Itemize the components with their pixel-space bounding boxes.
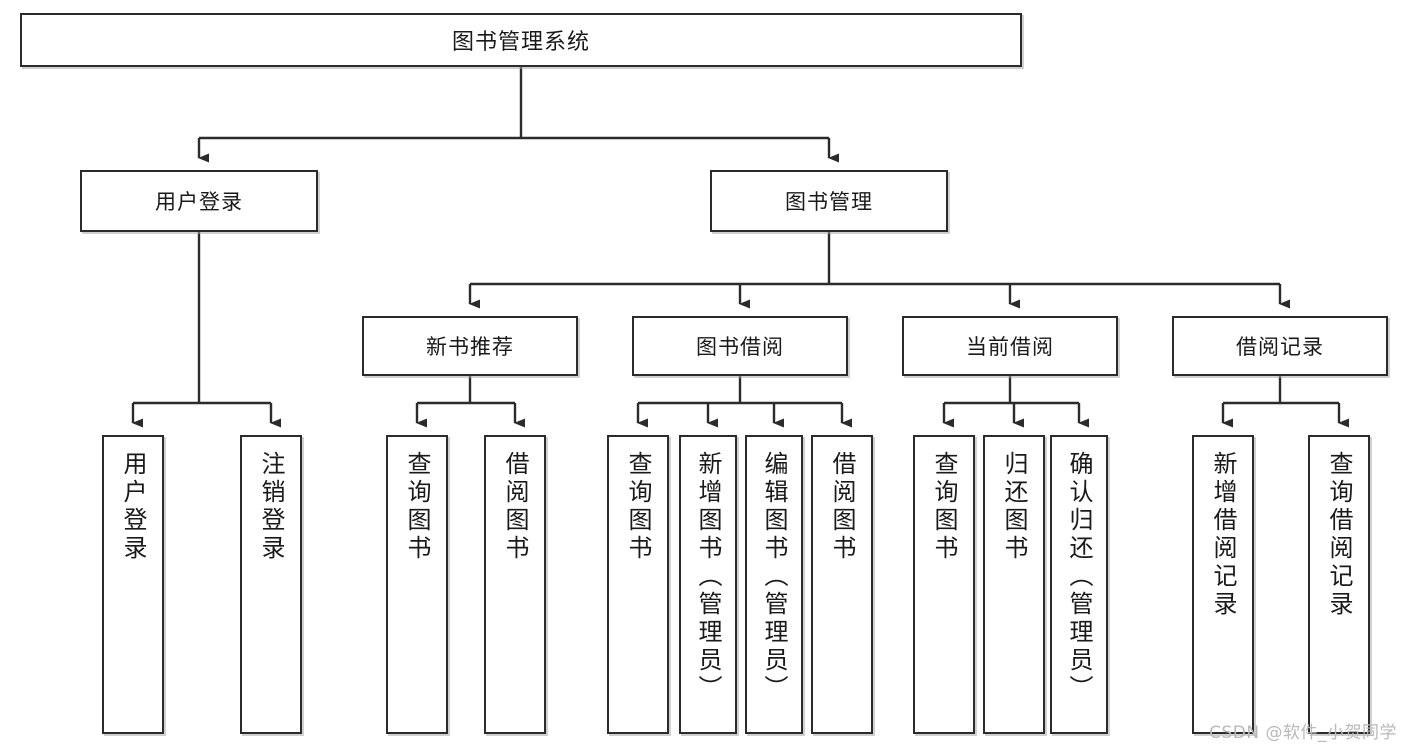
node-leaf-return-book[interactable]: 归还图书 [983,435,1045,734]
node-leaf-edit-book-admin[interactable]: 编辑图书（管理员） [745,435,803,734]
node-label-root: 图书管理系统 [451,30,590,55]
node-leaf-add-borrow-record[interactable]: 新增借阅记录 [1192,435,1254,734]
node-borrow-record[interactable]: 借阅记录 [1172,316,1388,376]
watermark: CSDN @软件_小贺同学 [1209,723,1397,743]
node-current-borrow[interactable]: 当前借阅 [902,316,1118,376]
node-root[interactable]: 图书管理系统 [20,13,1022,67]
node-label-leaf-query-borrow-record: 查询借阅记录 [1325,451,1353,619]
node-label-leaf-borrow-book: 借阅图书 [828,451,856,563]
node-label-leaf-confirm-return-admin: 确认归还（管理员） [1065,451,1093,703]
node-leaf-query-book-rec[interactable]: 查询图书 [386,435,448,734]
node-new-book-rec[interactable]: 新书推荐 [362,316,578,376]
node-label-book-borrow: 图书借阅 [696,335,784,359]
node-label-borrow-record: 借阅记录 [1236,335,1324,359]
node-leaf-query-book-borrow[interactable]: 查询图书 [607,435,669,734]
node-leaf-query-borrow-record[interactable]: 查询借阅记录 [1308,435,1370,734]
node-leaf-borrow-book-rec[interactable]: 借阅图书 [484,435,546,734]
node-leaf-add-book-admin[interactable]: 新增图书（管理员） [679,435,737,734]
node-user-login[interactable]: 用户登录 [80,170,318,232]
node-leaf-query-book-current[interactable]: 查询图书 [913,435,975,734]
node-leaf-borrow-book[interactable]: 借阅图书 [811,435,873,734]
node-label-current-borrow: 当前借阅 [966,335,1054,359]
node-leaf-logout-login[interactable]: 注销登录 [240,435,302,734]
node-label-leaf-query-book-rec: 查询图书 [403,451,431,563]
node-label-leaf-return-book: 归还图书 [1000,451,1028,563]
node-label-new-book-rec: 新书推荐 [426,335,514,359]
node-label-user-login: 用户登录 [155,190,243,214]
node-label-leaf-query-book-current: 查询图书 [930,451,958,563]
node-leaf-confirm-return-admin[interactable]: 确认归还（管理员） [1050,435,1108,734]
node-label-leaf-logout-login: 注销登录 [257,451,285,563]
node-label-book-manage: 图书管理 [785,190,873,214]
node-book-borrow[interactable]: 图书借阅 [632,316,848,376]
node-leaf-user-login[interactable]: 用户登录 [102,435,164,734]
node-label-leaf-add-book-admin: 新增图书（管理员） [694,451,722,703]
node-label-leaf-add-borrow-record: 新增借阅记录 [1209,451,1237,619]
node-label-leaf-query-book-borrow: 查询图书 [624,451,652,563]
node-book-manage[interactable]: 图书管理 [710,170,948,232]
node-label-leaf-borrow-book-rec: 借阅图书 [501,451,529,563]
node-label-leaf-user-login: 用户登录 [119,451,147,563]
node-label-leaf-edit-book-admin: 编辑图书（管理员） [760,451,788,703]
